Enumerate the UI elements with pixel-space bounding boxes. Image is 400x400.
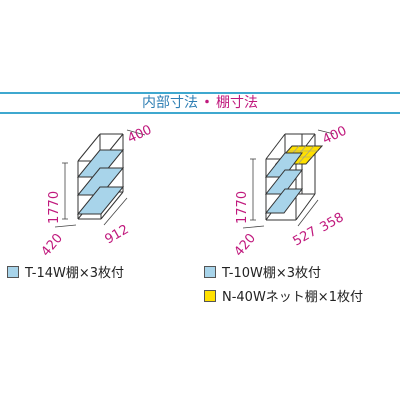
- left-legend: T-14W棚×3枚付: [7, 262, 124, 281]
- left-height-label: 1770: [47, 191, 62, 224]
- shelf-swatch: [204, 266, 216, 278]
- left-width-label: 912: [103, 222, 132, 247]
- left-dimension-lines: [54, 129, 146, 228]
- right-legend-net-shelf: N-40Wネット棚×1枚付: [204, 286, 363, 305]
- header-bottom-rule: [0, 112, 400, 114]
- right-height-label: 1770: [235, 191, 250, 224]
- left-legend-text: T-14W棚×3枚付: [25, 266, 124, 281]
- right-depth-top-label: 400: [320, 124, 349, 148]
- right-shelf-3: [264, 188, 303, 214]
- right-unit-diagram: 400 1770 420 527 358: [232, 124, 350, 260]
- right-legend-net-text: N-40Wネット棚×1枚付: [222, 290, 363, 305]
- left-depth-top-label: 400: [125, 123, 154, 147]
- left-unit-diagram: 400 1770 420 912: [39, 123, 155, 260]
- right-depth-bottom-label: 420: [232, 231, 259, 260]
- section-header: 内部寸法・棚寸法: [0, 92, 400, 114]
- left-depth-bottom-label: 420: [39, 231, 66, 260]
- right-width-left-label: 527: [291, 224, 320, 249]
- title-internal-dimensions: 内部寸法: [142, 95, 198, 111]
- right-width-right-label: 358: [318, 210, 347, 235]
- section-title: 内部寸法・棚寸法: [0, 94, 400, 112]
- title-shelf-dimensions: 棚寸法: [216, 95, 258, 111]
- left-shelf-3: [76, 186, 125, 215]
- shelf-swatch: [7, 266, 19, 278]
- title-separator: ・: [200, 95, 214, 111]
- right-dimension-lines: [242, 129, 335, 229]
- net-shelf-swatch: [204, 290, 216, 302]
- right-legend-shelf: T-10W棚×3枚付: [204, 262, 321, 281]
- right-legend-shelf-text: T-10W棚×3枚付: [222, 266, 321, 281]
- header-top-rule: [0, 92, 400, 94]
